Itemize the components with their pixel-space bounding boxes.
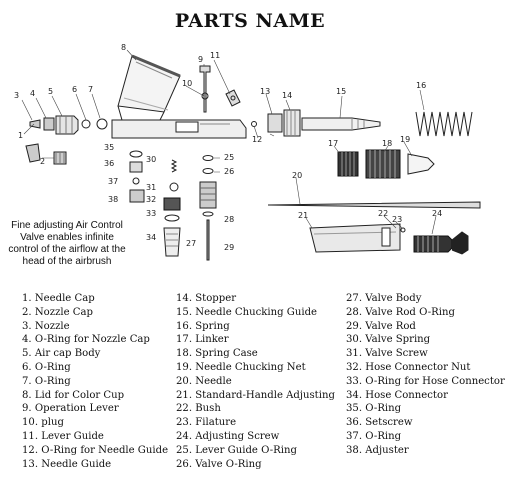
chucking-guide-and-spring <box>301 111 473 137</box>
parts-column-1: 1. Needle Cap 2. Nozzle Cap 3. Nozzle 4. O-… <box>22 292 174 471</box>
callout-number: 23 <box>392 215 402 224</box>
parts-column-2: 14. Stopper 15. Needle Chucking Guide 16. … <box>176 292 344 471</box>
callout-number: 15 <box>336 87 346 96</box>
part-list-item: 3. Nozzle <box>22 320 70 332</box>
callout-number: 22 <box>378 209 388 218</box>
part-list-item: 31. Valve Screw <box>346 348 428 360</box>
part-list-item: 38. Adjuster <box>346 444 409 456</box>
part-list-item: 15. Needle Chucking Guide <box>176 306 318 318</box>
callout-number: 10 <box>182 79 192 88</box>
callout-number: 2 <box>40 157 45 166</box>
callout-number: 21 <box>298 211 308 220</box>
part-list-item: 5. Air cap Body <box>22 348 101 360</box>
callout-number: 3 <box>14 91 19 100</box>
part-list-item: 9. Operation Lever <box>22 403 119 415</box>
exploded-parts-diagram: 1234567891011121314151617181920212223242… <box>14 43 481 261</box>
callout-number: 9 <box>198 55 203 64</box>
air-control-and-hose <box>129 150 181 257</box>
callout-number: 35 <box>104 143 114 152</box>
part-list-item: 35. O-Ring <box>346 403 402 415</box>
part-list-item: 12. O-Ring for Needle Guide <box>22 444 169 456</box>
part-list-item: 33. O-Ring for Hose Connector <box>346 375 505 387</box>
part-list-item: 26. Valve O-Ring <box>176 458 262 470</box>
callout-number: 25 <box>224 153 234 162</box>
part-list-item: 14. Stopper <box>176 293 237 304</box>
callout-number: 36 <box>104 159 114 168</box>
callout-number: 34 <box>146 233 156 242</box>
part-list-item: 21. Standard-Handle Adjusting <box>176 389 335 401</box>
callout-number: 13 <box>260 87 270 96</box>
needle <box>267 201 481 209</box>
part-list-item: 4. O-Ring for Nozzle Cap <box>22 334 150 346</box>
callout-number: 19 <box>400 135 410 144</box>
parts-column-3: 27. Valve Body 28. Valve Rod O-Ring 29. Va… <box>346 292 505 458</box>
callout-number: 1 <box>18 131 23 140</box>
callout-number: 5 <box>48 87 53 96</box>
callout-number: 20 <box>292 171 302 180</box>
operation-lever <box>199 65 241 113</box>
part-list-item: 34. Hose Connector <box>346 389 448 401</box>
page-title: PARTS NAME <box>174 10 326 32</box>
needle-guide-assembly <box>251 109 301 137</box>
part-list-item: 27. Valve Body <box>346 293 422 304</box>
part-list-item: 8. Lid for Color Cup <box>22 389 125 401</box>
part-list-item: 23. Filature <box>176 417 237 429</box>
part-list-item: 24. Adjusting Screw <box>176 430 280 442</box>
handle-parts <box>337 149 435 179</box>
airbrush-body <box>111 105 247 139</box>
air-valve-assembly <box>169 155 217 261</box>
callout-number: 31 <box>146 183 156 192</box>
part-list-item: 18. Spring Case <box>176 348 258 360</box>
callout-number: 29 <box>224 243 234 252</box>
part-list-item: 13. Needle Guide <box>22 458 112 470</box>
part-list-item: 29. Valve Rod <box>346 320 416 332</box>
callout-number: 7 <box>88 85 93 94</box>
callout-number: 27 <box>186 239 196 248</box>
callout-number: 30 <box>146 155 156 164</box>
part-list-item: 7. O-Ring <box>22 375 71 387</box>
callout-number: 12 <box>252 135 262 144</box>
part-list-item: 11. Lever Guide <box>22 430 104 442</box>
nozzle-assembly <box>25 115 108 165</box>
part-list-item: 37. O-Ring <box>346 430 402 442</box>
part-list-item: 1. Needle Cap <box>22 293 95 304</box>
part-list-item: 22. Bush <box>176 403 221 415</box>
part-list-item: 6. O-Ring <box>22 361 71 373</box>
part-list-item: 10. plug <box>22 417 64 429</box>
callout-number: 6 <box>72 85 77 94</box>
callout-number: 38 <box>108 195 118 204</box>
part-list-item: 16. Spring <box>176 320 230 332</box>
part-list-item: 19. Needle Chucking Net <box>176 361 306 373</box>
part-list-item: 17. Linker <box>176 334 229 346</box>
part-list-item: 20. Needle <box>176 375 232 387</box>
callout-number: 24 <box>432 209 442 218</box>
callout-number: 8 <box>121 43 126 52</box>
part-list-item: 32. Hose Connector Nut <box>346 361 471 373</box>
callout-number: 14 <box>282 91 292 100</box>
rear-handle-assembly <box>309 223 469 255</box>
color-cup <box>117 54 181 113</box>
part-list-item: 36. Setscrew <box>346 417 413 429</box>
callout-number: 16 <box>416 81 426 90</box>
callout-number: 18 <box>382 139 392 148</box>
callout-number: 17 <box>328 139 338 148</box>
part-list-item: 28. Valve Rod O-Ring <box>346 306 455 318</box>
callout-number: 11 <box>210 51 220 60</box>
parts-list: 1. Needle Cap 2. Nozzle Cap 3. Nozzle 4. O-… <box>0 292 505 477</box>
air-valve-note: Fine adjusting Air Control Valve enables… <box>8 220 126 267</box>
callout-number: 32 <box>146 195 156 204</box>
callout-number: 28 <box>224 215 234 224</box>
callout-number: 37 <box>108 177 118 186</box>
callout-number: 4 <box>30 89 35 98</box>
part-list-item: 2. Nozzle Cap <box>22 306 93 318</box>
part-list-item: 30. Valve Spring <box>346 334 431 346</box>
callout-number: 26 <box>224 167 234 176</box>
part-list-item: 25. Lever Guide O-Ring <box>176 444 297 456</box>
callout-number: 33 <box>146 209 156 218</box>
